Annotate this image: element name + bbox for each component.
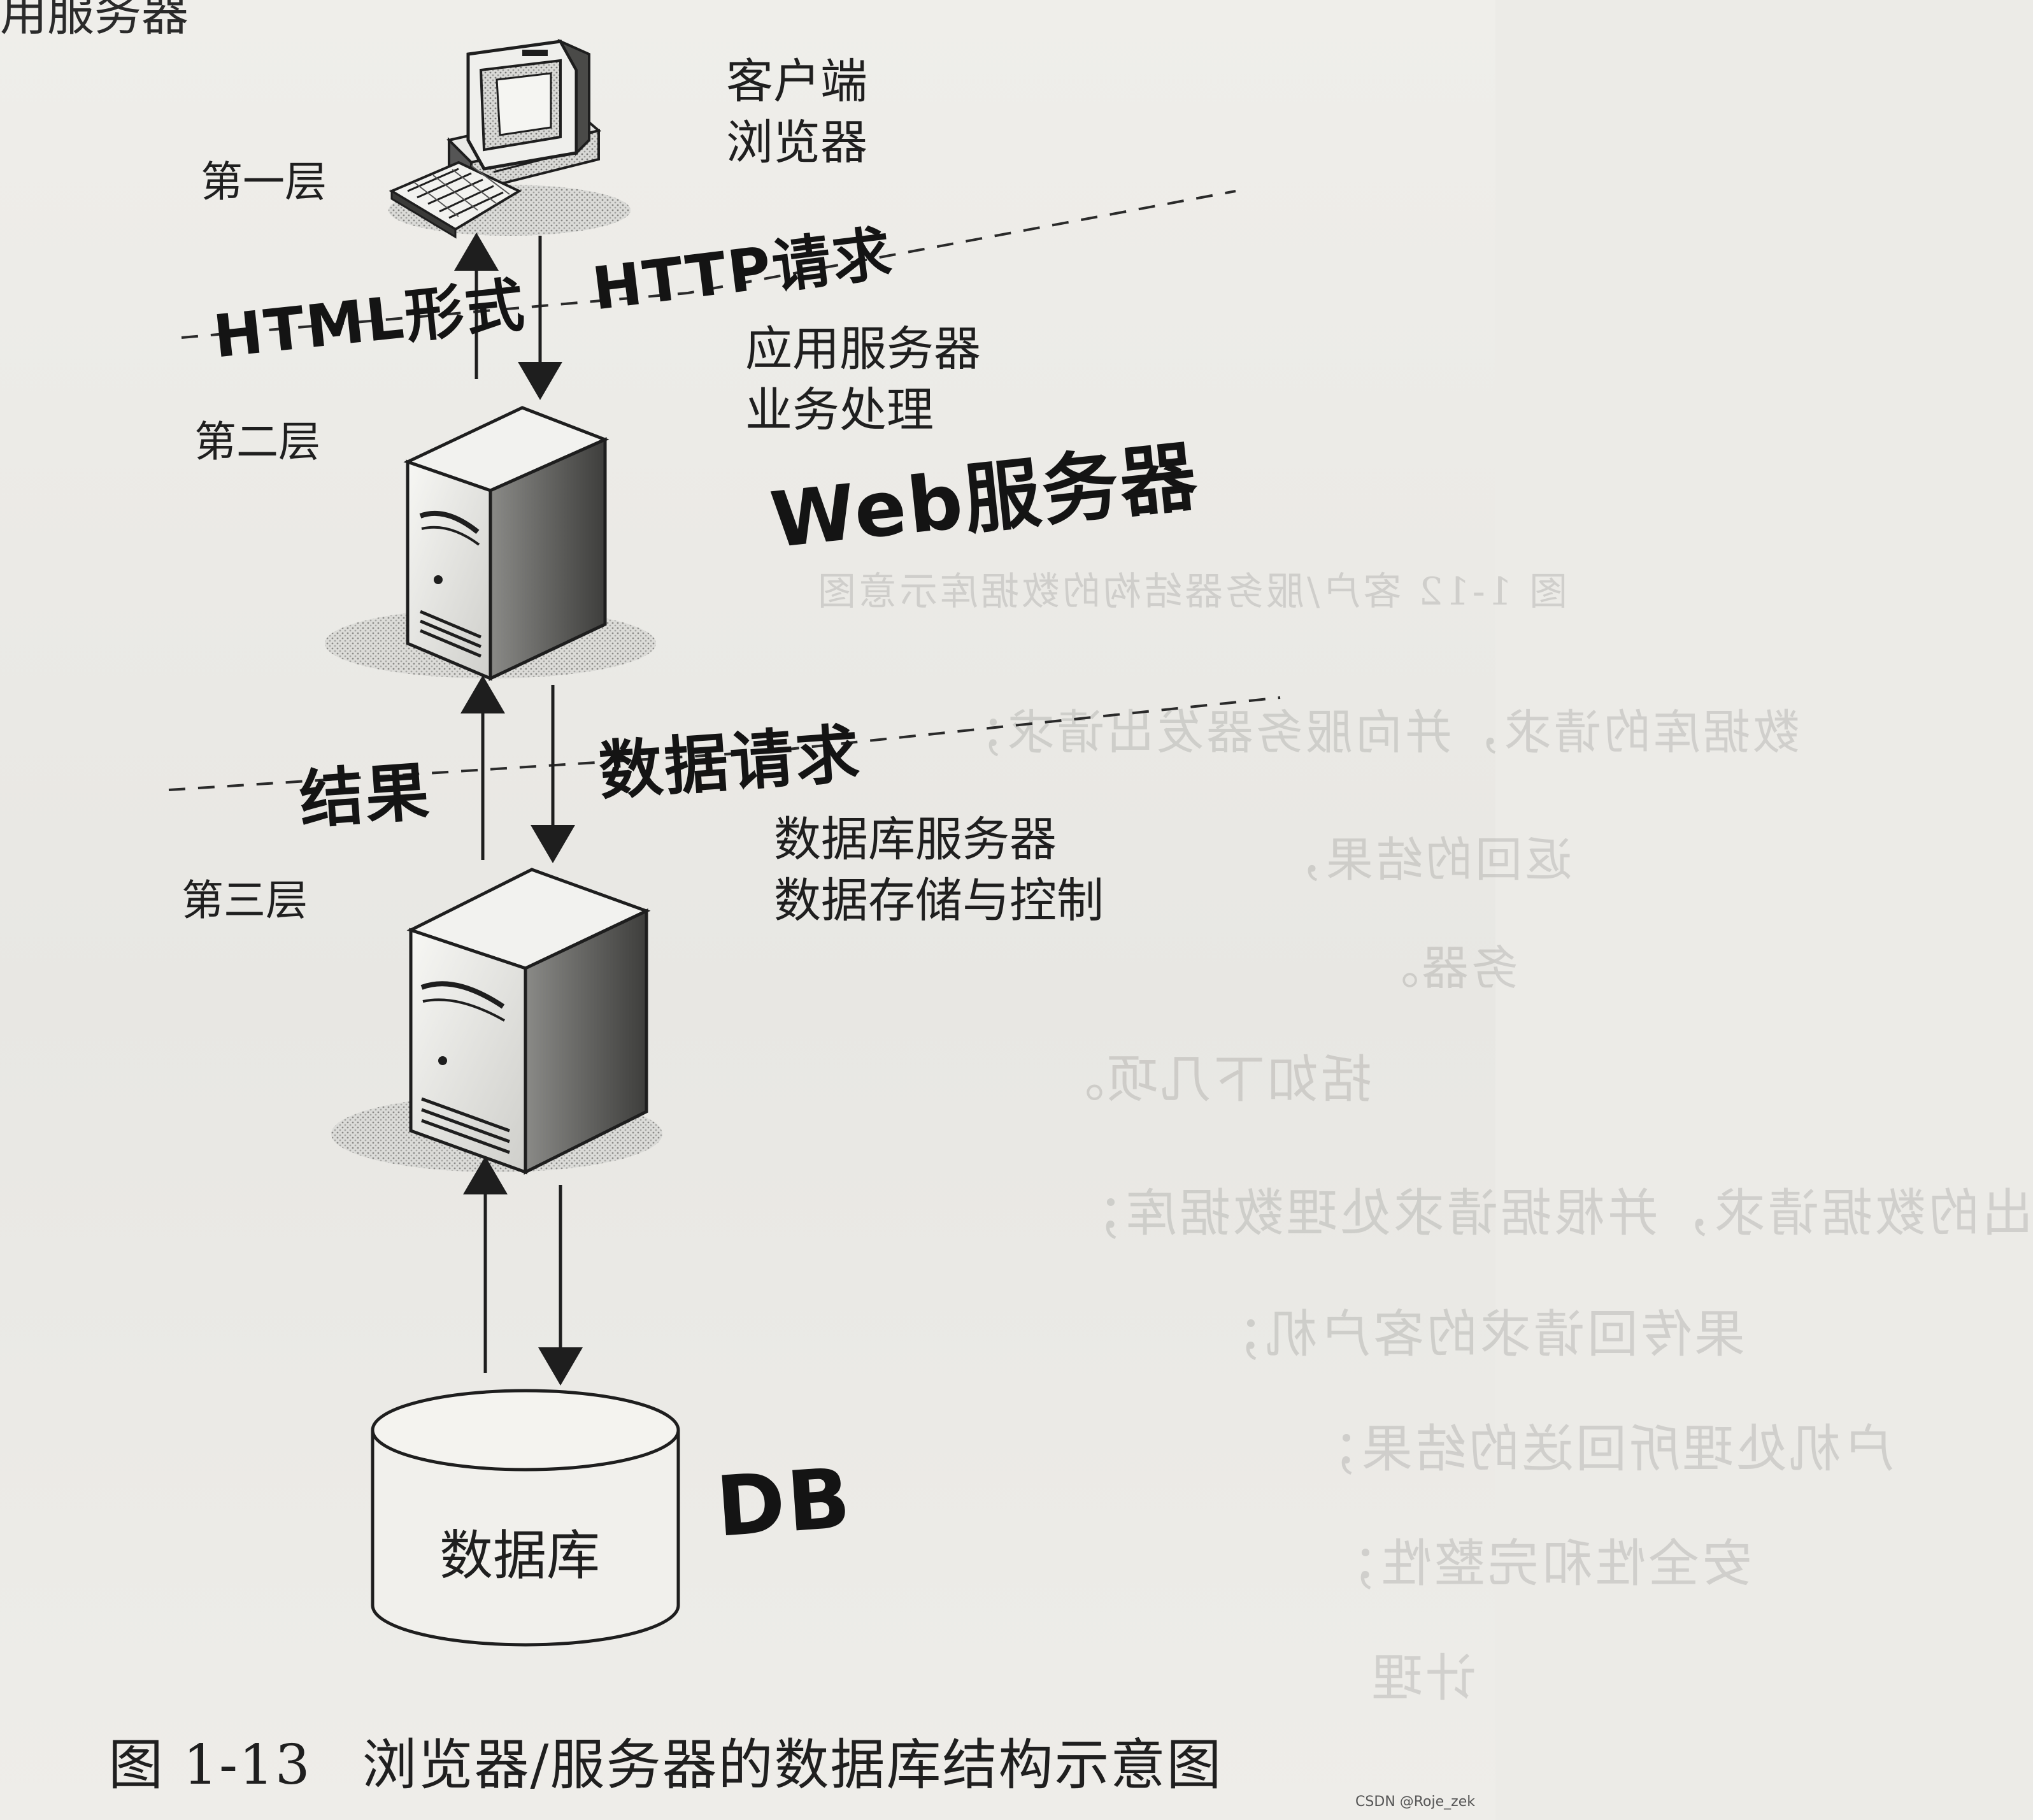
tier-divider-1	[181, 190, 1236, 339]
db-note: DB	[713, 1449, 855, 1556]
db-server-label: 数据库服务器 数据存储与控制	[774, 809, 1104, 931]
tier-2-label: 第二层	[194, 417, 320, 466]
client-label-line1: 客户端	[726, 54, 867, 109]
tier-3-label: 第三层	[182, 876, 308, 925]
app-server-icon	[325, 406, 656, 681]
database-server-icon	[331, 868, 662, 1175]
db-server-label-line2: 数据存储与控制	[774, 873, 1104, 928]
figure-title: 浏览器/服务器的数据库结构示意图	[362, 1733, 1223, 1797]
db-server-label-line1: 数据库服务器	[774, 812, 1057, 867]
client-label: 客户端 浏览器	[726, 51, 867, 173]
database-label: 数据库	[439, 1524, 601, 1587]
database-cylinder-icon	[371, 1389, 680, 1647]
app-server-label-line2: 业务处理	[745, 383, 934, 438]
tier-divider-2	[168, 696, 1281, 791]
figure-number: 图 1-13	[108, 1733, 311, 1797]
client-label-line2: 浏览器	[726, 115, 867, 170]
client-computer-icon	[389, 38, 631, 239]
top-text-fragment: 用服务器	[0, 0, 189, 41]
watermark-credit: CSDN @Roje_zek	[1355, 1794, 1475, 1810]
figure-caption: 图 1-13 浏览器/服务器的数据库结构示意图	[108, 1720, 1223, 1800]
app-server-label-line1: 应用服务器	[745, 322, 981, 376]
tier-1-label: 第一层	[201, 157, 327, 206]
diagram-canvas	[168, 38, 1281, 1647]
data-request-note: 数据请求	[596, 716, 864, 809]
app-server-label: 应用服务器 业务处理	[745, 319, 981, 441]
result-note: 结果	[297, 754, 434, 838]
